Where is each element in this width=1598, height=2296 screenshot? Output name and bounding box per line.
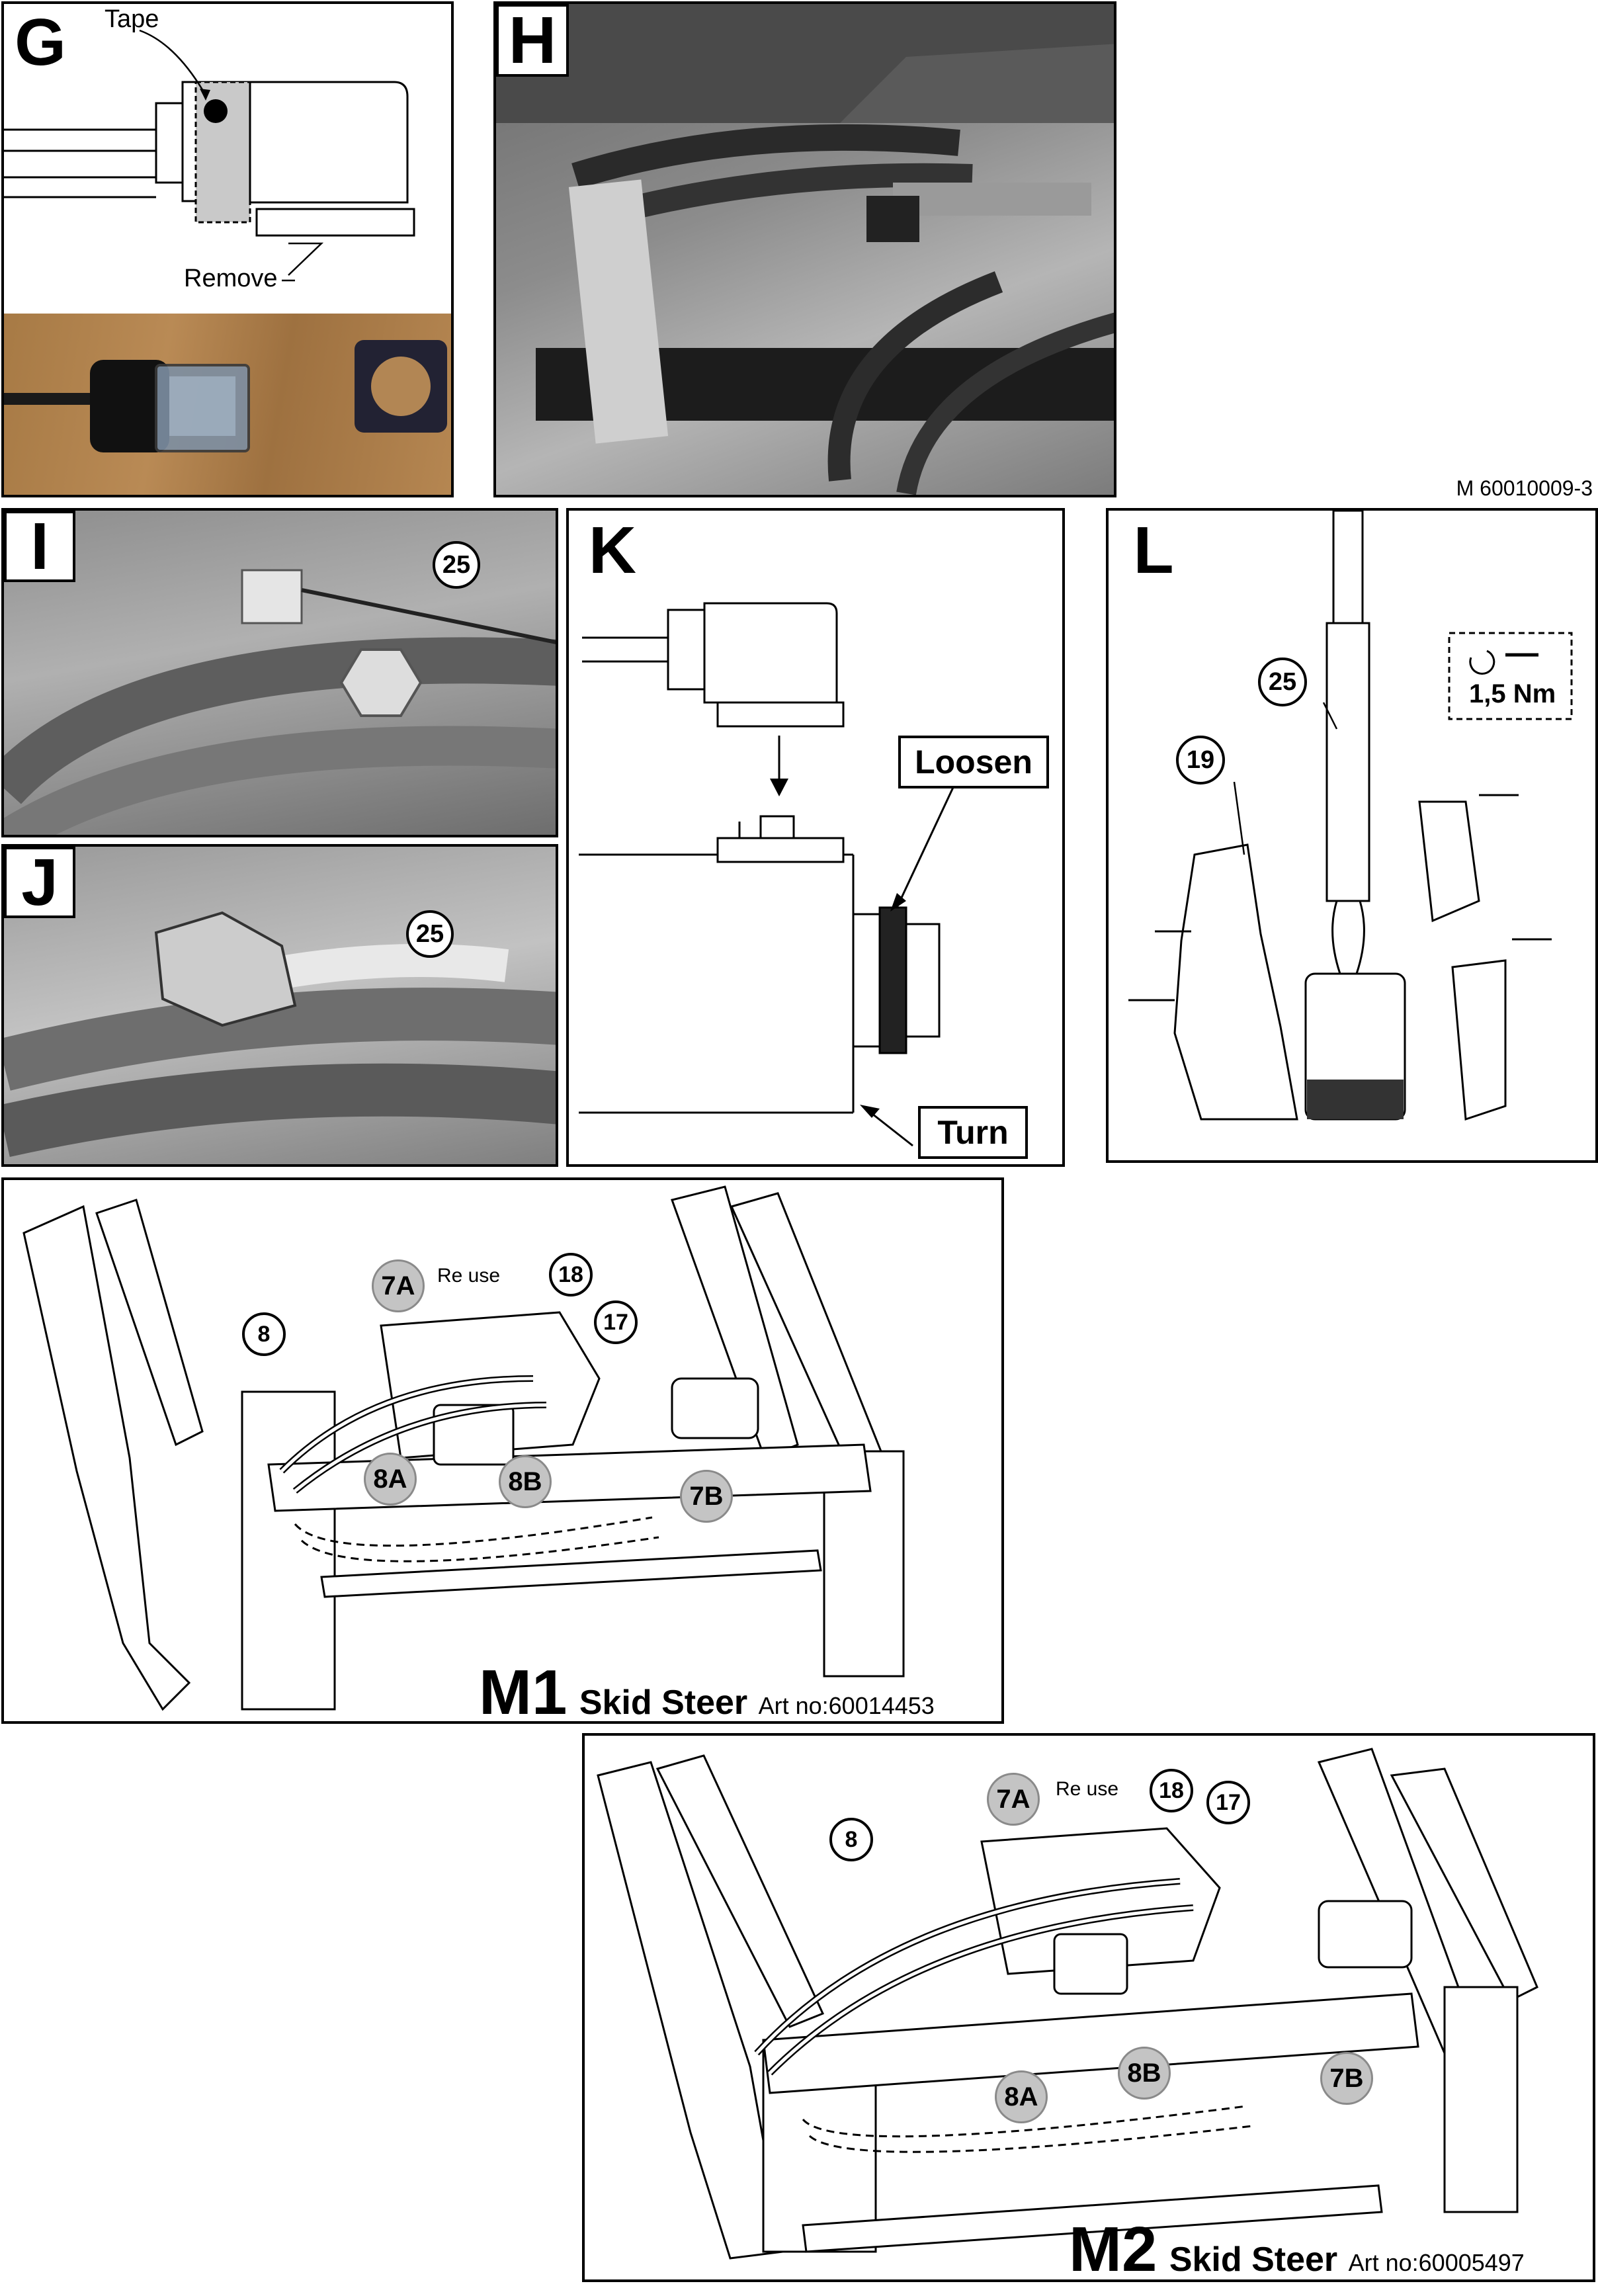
callout-19-l: 19 — [1176, 736, 1225, 785]
callout-25-l: 25 — [1258, 658, 1307, 706]
m1-callout-8: 8 — [242, 1312, 286, 1356]
m2-model-label: M2 Skid Steer Art no:60005497 — [1069, 2213, 1525, 2282]
m1-model-label: M1 Skid Steer Art no:60014453 — [479, 1656, 935, 1724]
m1-callout-17: 17 — [594, 1300, 638, 1344]
panel-l-letter: L — [1133, 513, 1174, 587]
panel-h-letter: H — [496, 4, 569, 77]
callout-25-i: 25 — [433, 541, 480, 589]
m2-art-no: Art no:60005497 — [1348, 2249, 1525, 2276]
panel-l: L 25 19 1,5 Nm — [1106, 508, 1598, 1163]
panel-i-letter: I — [4, 511, 75, 582]
m2-callout-17: 17 — [1206, 1781, 1250, 1824]
m2-callout-18: 18 — [1150, 1769, 1193, 1812]
m2-callout-7b: 7B — [1320, 2052, 1373, 2105]
m1-callout-7a: 7A — [372, 1259, 425, 1312]
panel-k-letter: K — [588, 513, 637, 587]
m2-model: M2 — [1069, 2214, 1157, 2282]
m2-callout-8a: 8A — [995, 2070, 1048, 2123]
tape-label: Tape — [105, 5, 159, 33]
hydraulic-photo-i — [4, 511, 556, 835]
panel-g-letter: G — [15, 5, 66, 79]
turn-label: Turn — [918, 1106, 1028, 1159]
m1-callout-8a: 8A — [364, 1453, 417, 1506]
hydraulic-photo-j — [4, 847, 556, 1164]
m1-callout-18: 18 — [549, 1253, 593, 1297]
torque-value: 1,5 Nm — [1469, 679, 1556, 708]
connector-photo — [4, 314, 451, 495]
panel-i: I 25 — [1, 508, 558, 837]
m1-skid-steer-drawing — [22, 1185, 905, 1711]
m1-model: M1 — [479, 1657, 568, 1724]
panel-m1: 7A Re use 18 8 17 8A 8B 7B M1 Skid Steer… — [1, 1177, 1004, 1724]
solenoid-connector-drawing — [4, 29, 415, 282]
m1-callout-7b: 7B — [680, 1470, 733, 1523]
m1-reuse-label: Re use — [437, 1265, 501, 1287]
callout-25-j: 25 — [406, 910, 454, 958]
m2-callout-8b: 8B — [1118, 2047, 1171, 2100]
m2-reuse-label: Re use — [1056, 1778, 1119, 1800]
m1-callout-8b: 8B — [499, 1455, 552, 1508]
coil-removal-drawing — [579, 602, 962, 1147]
hydraulic-photo-h — [496, 4, 1114, 495]
remove-label: Remove — [184, 265, 278, 292]
figure-number: M 60010009-3 — [1456, 476, 1593, 500]
m1-art-no: Art no:60014453 — [758, 1692, 935, 1719]
m1-title: Skid Steer — [579, 1683, 748, 1722]
connector-housing-drawing — [1128, 511, 1573, 1121]
m2-callout-8: 8 — [829, 1818, 873, 1861]
panel-k: K Loosen Turn — [566, 508, 1065, 1167]
panel-h: H — [493, 1, 1116, 497]
m2-skid-steer-drawing — [597, 1748, 1538, 2260]
panel-j: J 25 — [1, 844, 558, 1167]
panel-j-letter: J — [4, 847, 75, 918]
panel-g: G Tape Remove — [1, 1, 454, 497]
panel-m2: 7A Re use 18 8 17 8A 8B 7B M2 Skid Steer… — [582, 1733, 1595, 2282]
m2-title: Skid Steer — [1169, 2240, 1338, 2279]
loosen-label: Loosen — [898, 736, 1049, 788]
m2-callout-7a: 7A — [987, 1773, 1040, 1826]
